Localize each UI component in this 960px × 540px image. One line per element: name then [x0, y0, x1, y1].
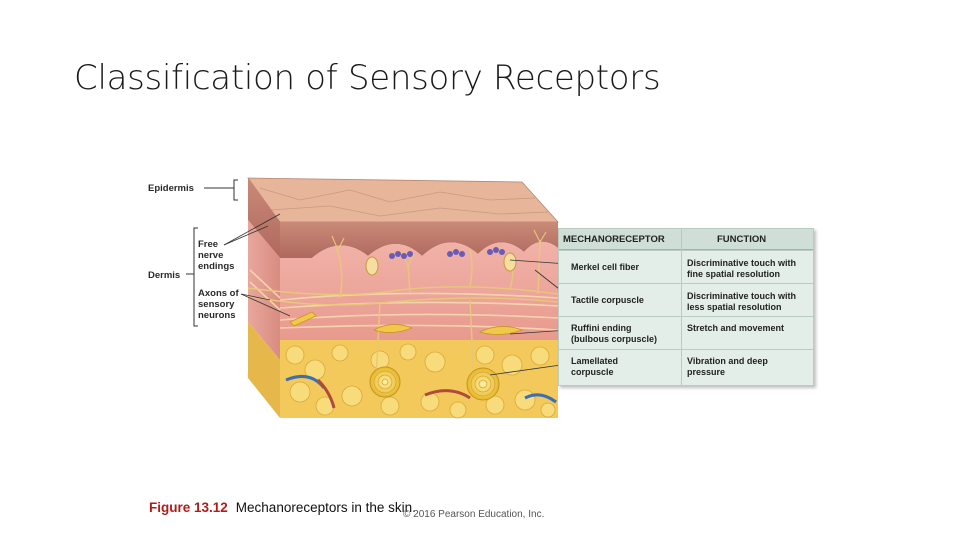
receptor-cell: Merkel cell fiber: [571, 262, 640, 272]
figure-number: Figure 13.12: [149, 500, 228, 515]
epidermis-side: [248, 178, 280, 258]
axons-label: Axons of sensory neurons: [198, 288, 239, 321]
free-nerve-endings-label: Free nerve endings: [198, 239, 235, 272]
dermis-label: Dermis: [148, 270, 181, 281]
table-row: Merkel cell fiber Discriminative touch w…: [559, 250, 813, 284]
function-cell: Stretch and movement: [687, 323, 785, 333]
header-mechanoreceptor: MECHANORECEPTOR: [563, 234, 665, 245]
receptor-cell: Lamellated corpuscle: [571, 356, 619, 377]
skin-mechanoreceptor-figure: Epidermis Dermis Free nerve endings Axon…: [140, 170, 820, 440]
table-header: MECHANORECEPTOR FUNCTION: [559, 229, 813, 250]
function-cell: Vibration and deep pressure: [687, 356, 768, 377]
function-cell: Discriminative touch with fine spatial r…: [687, 258, 797, 279]
epidermis-layer: [280, 222, 558, 258]
header-function: FUNCTION: [717, 234, 767, 245]
table-row: Lamellated corpuscle Vibration and deep …: [559, 349, 813, 386]
receptor-cell: Tactile corpuscle: [571, 295, 644, 305]
slide-title: Classification of Sensory Receptors: [74, 58, 661, 98]
caption-text: Mechanoreceptors in the skin.: [235, 500, 416, 515]
figure-caption: Figure 13.12 Mechanoreceptors in the skin…: [149, 500, 416, 515]
column-divider: [681, 229, 682, 385]
skin-surface: [247, 177, 559, 223]
receptor-cell: Ruffini ending (bulbous corpuscle): [571, 323, 658, 344]
table-row: Ruffini ending (bulbous corpuscle) Stret…: [559, 316, 813, 350]
table-row: Tactile corpuscle Discriminative touch w…: [559, 283, 813, 317]
copyright-notice: © 2016 Pearson Education, Inc.: [403, 509, 545, 520]
skin-block-illustration: [186, 177, 569, 419]
function-cell: Discriminative touch with less spatial r…: [687, 291, 797, 312]
epidermis-label: Epidermis: [148, 183, 194, 194]
mechanoreceptor-table: MECHANORECEPTOR FUNCTION Merkel cell fib…: [558, 228, 814, 386]
